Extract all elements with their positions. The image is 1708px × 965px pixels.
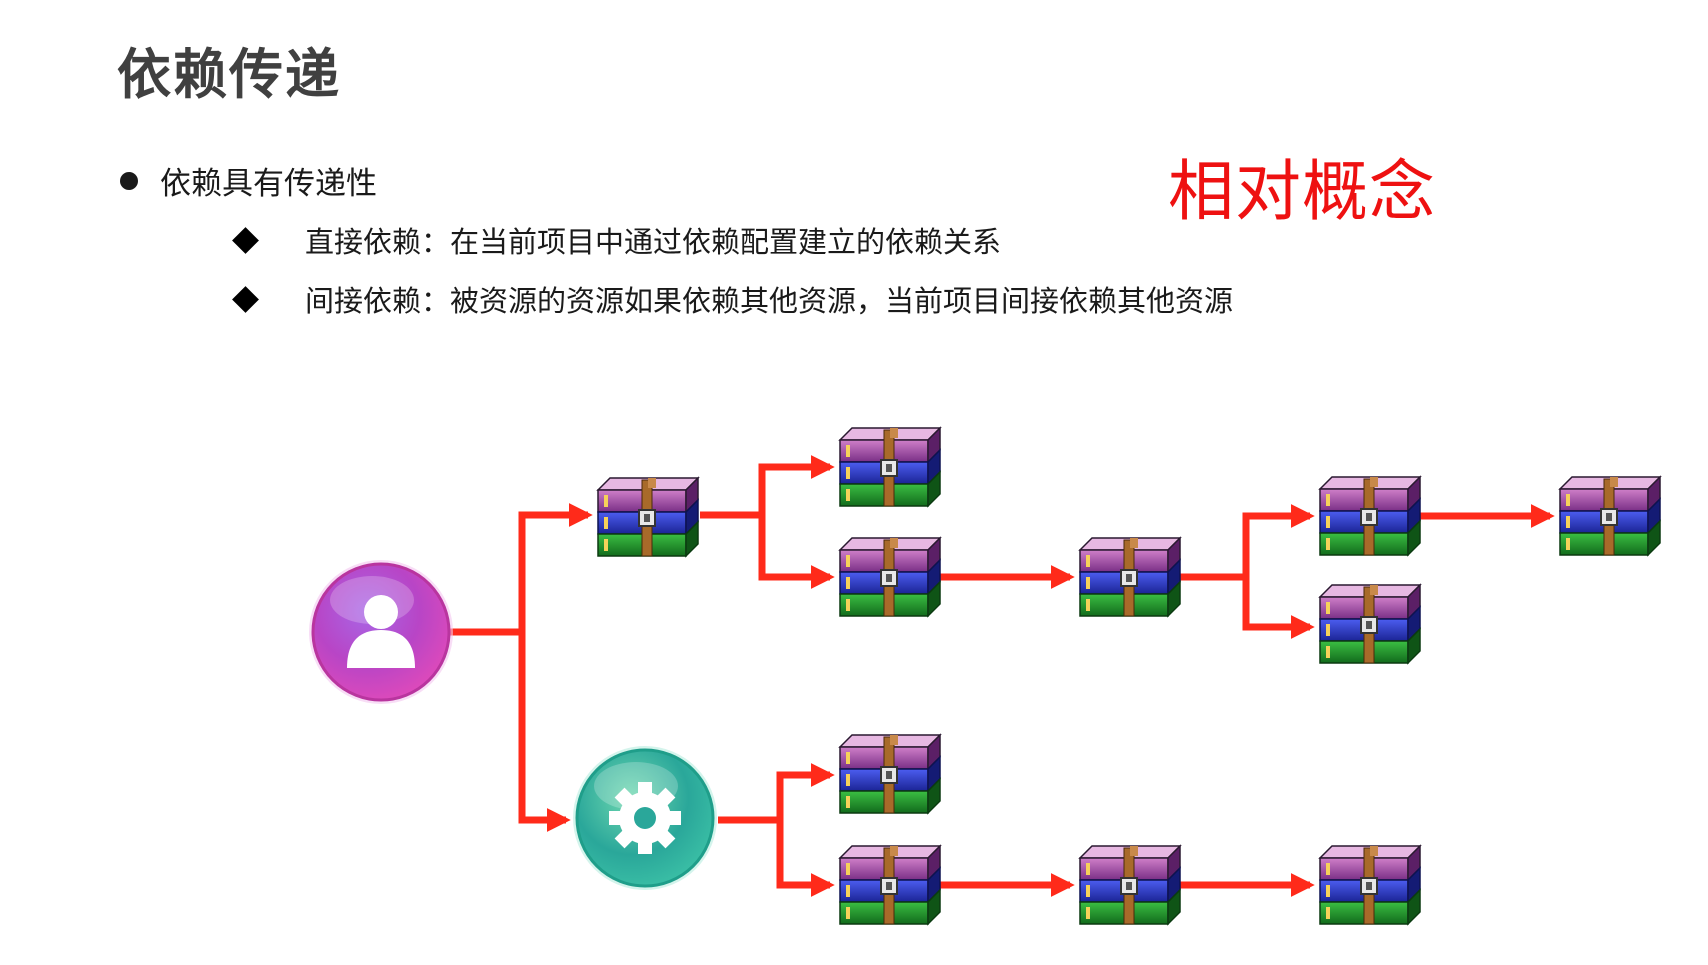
arrow-a-to-b2 — [758, 515, 835, 589]
archive-stack-icon — [1319, 476, 1421, 556]
archive-stack-icon — [1079, 537, 1181, 617]
user-icon — [347, 595, 415, 668]
archive-stack-icon — [839, 427, 941, 507]
page-title: 依赖传递 — [117, 43, 341, 106]
archive-stack-icon — [1559, 476, 1661, 556]
arrow-root-to-module — [518, 632, 571, 832]
archive-stack-icon — [597, 477, 699, 557]
arrow-c-to-d2 — [1242, 577, 1315, 639]
arrow-root-to-resource-a — [518, 503, 593, 632]
archive-stack-icon — [839, 537, 941, 617]
bullet-dot-icon — [120, 171, 138, 190]
archive-stack-icon — [839, 734, 941, 814]
arrow-c-to-d1 — [1242, 504, 1315, 577]
bullet-indirect-text: 间接依赖：被资源的资源如果依赖其他资源，当前项目间接依赖其他资源 — [305, 284, 1234, 318]
root-project-node — [309, 560, 453, 704]
module-node — [573, 746, 717, 890]
bullet-direct-text: 直接依赖：在当前项目中通过依赖配置建立的依赖关系 — [305, 225, 1002, 259]
bullet-indirect: 间接依赖：被资源的资源如果依赖其他资源，当前项目间接依赖其他资源 — [232, 278, 1234, 320]
bullet-direct: 直接依赖：在当前项目中通过依赖配置建立的依赖关系 — [232, 219, 1002, 261]
arrow-module-to-f2 — [776, 820, 835, 897]
archive-stack-icon — [1319, 845, 1421, 925]
bullet-transitive-text: 依赖具有传递性 — [160, 166, 377, 202]
arrow-a-to-b1 — [758, 455, 835, 515]
bullet-transitive: 依赖具有传递性 — [120, 158, 377, 203]
dependency-arrows — [450, 455, 1555, 897]
archive-stack-icon — [839, 845, 941, 925]
archive-stack-icon — [1319, 584, 1421, 664]
callout-relative-concept: 相对概念 — [1168, 153, 1436, 230]
gear-icon — [609, 782, 681, 854]
arrow-module-to-f1 — [776, 763, 835, 820]
archive-stack-icon — [1079, 845, 1181, 925]
